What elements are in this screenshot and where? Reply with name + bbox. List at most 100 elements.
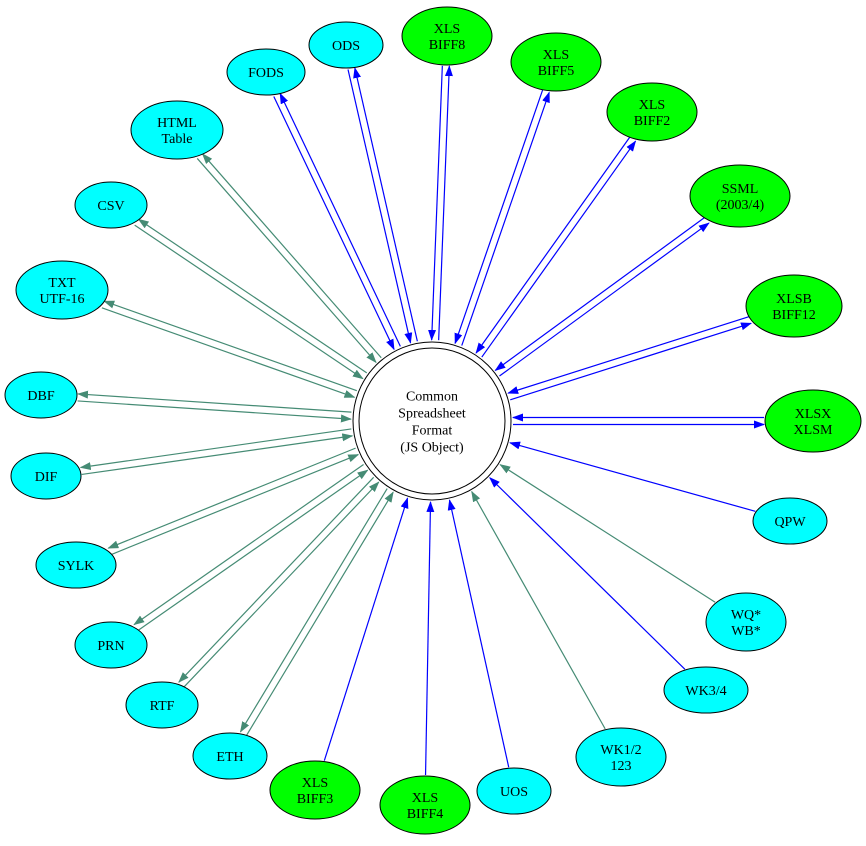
node-csv-label: CSV — [97, 199, 124, 214]
node-dbf-label: DBF — [27, 389, 54, 404]
edge-csv-to-center — [134, 224, 364, 380]
edge-center-to-dbf — [77, 390, 352, 413]
node-rtf-shape — [125, 681, 199, 729]
node-ssml-shape — [689, 164, 791, 228]
node-wq-wb-shape — [705, 592, 787, 652]
node-xls-biff4-shape — [379, 775, 471, 835]
edge-center-to-txt — [103, 300, 358, 392]
node-wk34-label: WK3/4 — [685, 684, 726, 699]
node-ssml: SSML(2003/4) — [689, 164, 791, 228]
edge-dbf-to-center — [77, 400, 352, 423]
edge-center-to-eth — [239, 488, 388, 733]
node-ssml-label: SSML(2003/4) — [716, 182, 765, 213]
node-dbf: DBF — [4, 371, 78, 419]
edge-center-to-dif — [79, 428, 352, 471]
node-rtf: RTF — [125, 681, 199, 729]
node-eth-label: ETH — [216, 750, 243, 765]
edge-uos-to-center — [447, 499, 510, 768]
center-outer-circle — [352, 341, 512, 501]
edge-center-to-csv — [137, 218, 368, 374]
node-txt-shape — [15, 260, 109, 320]
edge-fods-to-center — [273, 96, 395, 351]
edge-center-to-sylk — [107, 447, 356, 549]
node-wk34-shape — [663, 666, 749, 714]
edge-xls-biff8-to-center — [428, 65, 443, 341]
node-uos-shape — [476, 767, 552, 815]
edge-rtf-to-center — [183, 481, 380, 688]
edge-html-table-to-center — [196, 158, 377, 364]
node-fods-label: FODS — [248, 66, 284, 81]
node-wq-wb: WQ*WB* — [705, 592, 787, 652]
edge-ods-to-center — [347, 69, 413, 344]
node-xlsb-shape — [745, 274, 843, 338]
center-inner-circle — [358, 347, 506, 495]
edge-xls-biff3-to-center — [323, 497, 409, 761]
node-dif-shape — [10, 452, 82, 500]
node-ods: ODS — [308, 21, 384, 69]
node-xls-biff5-shape — [510, 32, 602, 92]
node-fods-shape — [226, 48, 306, 96]
node-ods-shape — [308, 21, 384, 69]
node-uos: UOS — [476, 767, 552, 815]
edge-center-to-xls-biff8 — [438, 65, 453, 341]
node-qpw: QPW — [752, 497, 828, 545]
node-fods: FODS — [226, 48, 306, 96]
node-wk34: WK3/4 — [663, 666, 749, 714]
node-wk12-shape — [575, 727, 667, 787]
node-eth-shape — [192, 732, 268, 780]
edge-xls-biff5-to-center — [454, 89, 544, 345]
node-uos-label: UOS — [500, 785, 528, 800]
edge-xlsb-to-center — [507, 316, 750, 394]
node-xls-biff8-shape — [401, 6, 493, 66]
node-csv: CSV — [74, 181, 148, 229]
node-prn-shape — [74, 621, 148, 669]
node-csv-shape — [74, 181, 148, 229]
node-qpw-shape — [752, 497, 828, 545]
edge-prn-to-center — [137, 469, 369, 631]
node-prn: PRN — [74, 621, 148, 669]
edge-qpw-to-center — [509, 441, 756, 512]
edge-center-to-rtf — [178, 476, 375, 683]
edge-txt-to-center — [101, 307, 356, 398]
edge-center-to-xls-biff5 — [461, 91, 550, 346]
edge-center-to-xlsb — [510, 322, 752, 401]
node-rtf-label: RTF — [150, 699, 175, 714]
edge-sylk-to-center — [110, 454, 360, 556]
edge-xls-biff4-to-center — [424, 500, 435, 776]
node-ods-label: ODS — [332, 39, 360, 54]
edge-center-to-fods — [279, 92, 401, 347]
edge-center-to-xls-biff2 — [481, 140, 637, 358]
edge-center-to-ssml — [499, 222, 710, 377]
node-dif-label: DIF — [35, 470, 58, 485]
node-xls-biff3-shape — [269, 760, 361, 820]
edge-center-to-html-table — [201, 153, 382, 359]
node-sylk-shape — [35, 541, 117, 589]
node-sylk: SYLK — [35, 541, 117, 589]
node-sylk-label: SYLK — [58, 559, 95, 574]
edge-center-to-prn — [133, 463, 364, 626]
edge-wk12-to-center — [471, 490, 606, 730]
node-xlsx-shape — [764, 389, 862, 453]
